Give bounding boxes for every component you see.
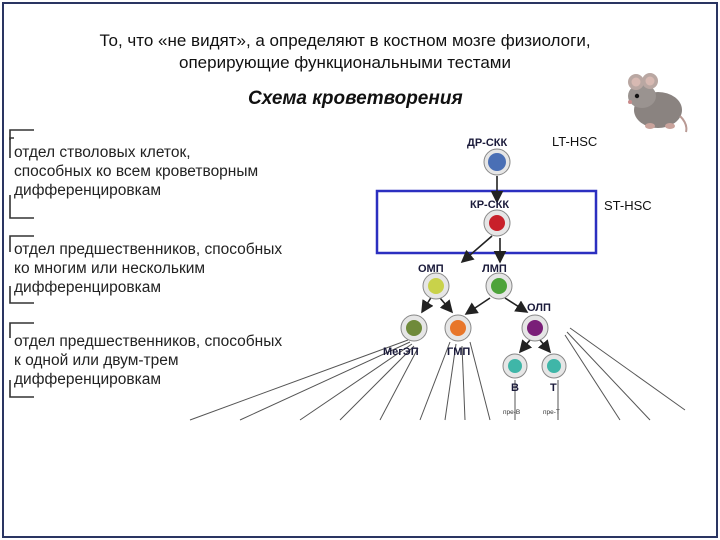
title-line-2: оперирующие функциональными тестами xyxy=(179,53,511,72)
fan-lines xyxy=(189,327,686,421)
fan-line xyxy=(339,345,415,421)
title-line-1: То, что «не видят», а определяют в костн… xyxy=(99,31,591,50)
section-stem-cells: отдел стволовых клеток, способных ко все… xyxy=(14,143,258,200)
arrow xyxy=(518,339,533,354)
cell-nucleus xyxy=(489,215,505,231)
bracket-bottom xyxy=(9,380,34,398)
cell-label: ГМП xyxy=(447,346,470,358)
cell-dr-skk: ДР-СКК xyxy=(467,137,511,176)
arrow xyxy=(460,235,493,264)
st-hsc-label: ST-HSC xyxy=(604,198,652,213)
cell-nucleus xyxy=(488,153,506,171)
fan-line xyxy=(239,341,411,421)
bracket-top xyxy=(9,322,34,338)
section-line: отдел предшественников, способных xyxy=(14,333,283,350)
bracket-bottom xyxy=(9,286,34,304)
cell-kr-skk: КР-СКК xyxy=(470,199,511,237)
arrow xyxy=(464,297,491,315)
cell-nucleus xyxy=(547,359,561,373)
cell-label: Т xyxy=(550,382,557,394)
bracket-top xyxy=(9,137,14,158)
fan-line xyxy=(444,343,457,421)
cell-label: ОЛП xyxy=(527,302,551,314)
section-line: дифференцировкам xyxy=(14,371,162,388)
cell-label: В xyxy=(511,382,519,394)
section-line: отдел стволовых клеток, xyxy=(14,144,191,161)
cell-label: МегЭП xyxy=(383,346,419,358)
cell-omp: ОМП xyxy=(418,263,450,300)
arrow xyxy=(504,297,529,313)
cell-label: КР-СКК xyxy=(470,199,509,211)
differentiation-arrows xyxy=(421,176,552,354)
fan-line xyxy=(569,327,686,411)
fan-line xyxy=(419,341,451,421)
cell-olp: ОЛП xyxy=(521,302,551,342)
cell-nucleus xyxy=(508,359,522,373)
fan-line xyxy=(189,339,409,421)
fan-line xyxy=(299,343,413,421)
lt-hsc-label: LT-HSC xyxy=(552,134,598,149)
arrow xyxy=(421,295,434,314)
cell-label: ОМП xyxy=(418,263,444,275)
pre-b-label: пре-В xyxy=(503,409,520,416)
cell-t: Т пре-Т xyxy=(541,353,567,416)
cell-meg-ep: МегЭП xyxy=(383,314,428,358)
section-line: отдел предшественников, способных xyxy=(14,241,283,258)
cell-b: В пре-В xyxy=(502,353,528,416)
cell-label: ЛМП xyxy=(482,263,507,275)
section-line: к одной или двум-трем xyxy=(14,352,179,369)
slide-title: То, что «не видят», а определяют в костн… xyxy=(0,30,690,74)
section-multipotent-progenitors: отдел предшественников, способных ко мно… xyxy=(14,240,282,297)
mouse-picture xyxy=(628,73,688,133)
cell-nucleus xyxy=(527,320,543,336)
fan-line xyxy=(469,341,491,421)
section-line: способных ко всем кроветворным xyxy=(14,163,259,180)
cell-nucleus xyxy=(491,278,507,294)
section-line: дифференцировкам xyxy=(14,182,162,199)
arrow xyxy=(537,339,552,354)
cell-label: ДР-СКК xyxy=(467,137,507,149)
cell-nucleus xyxy=(450,320,466,336)
bracket-top xyxy=(9,235,34,252)
pre-t-label: пре-Т xyxy=(543,409,560,416)
cell-gmp: ГМП xyxy=(444,314,472,358)
section-line: дифференцировкам xyxy=(14,279,162,296)
cell-nucleus xyxy=(406,320,422,336)
bracket-bottom xyxy=(9,195,34,219)
fan-line xyxy=(461,345,466,421)
diagram-subtitle: Схема кроветворения xyxy=(248,88,463,109)
arrow xyxy=(439,297,454,314)
fan-line xyxy=(379,347,419,421)
section-line: ко многим или нескольким xyxy=(14,260,206,277)
fan-line xyxy=(566,331,651,421)
cell-lmp: ЛМП xyxy=(482,263,513,300)
section-brackets xyxy=(9,129,34,398)
fan-line xyxy=(564,334,621,421)
cell-nucleus xyxy=(428,278,444,294)
st-hsc-box xyxy=(375,189,598,255)
section-committed-progenitors: отдел предшественников, способных к одно… xyxy=(14,332,282,389)
bracket-top xyxy=(9,129,34,140)
